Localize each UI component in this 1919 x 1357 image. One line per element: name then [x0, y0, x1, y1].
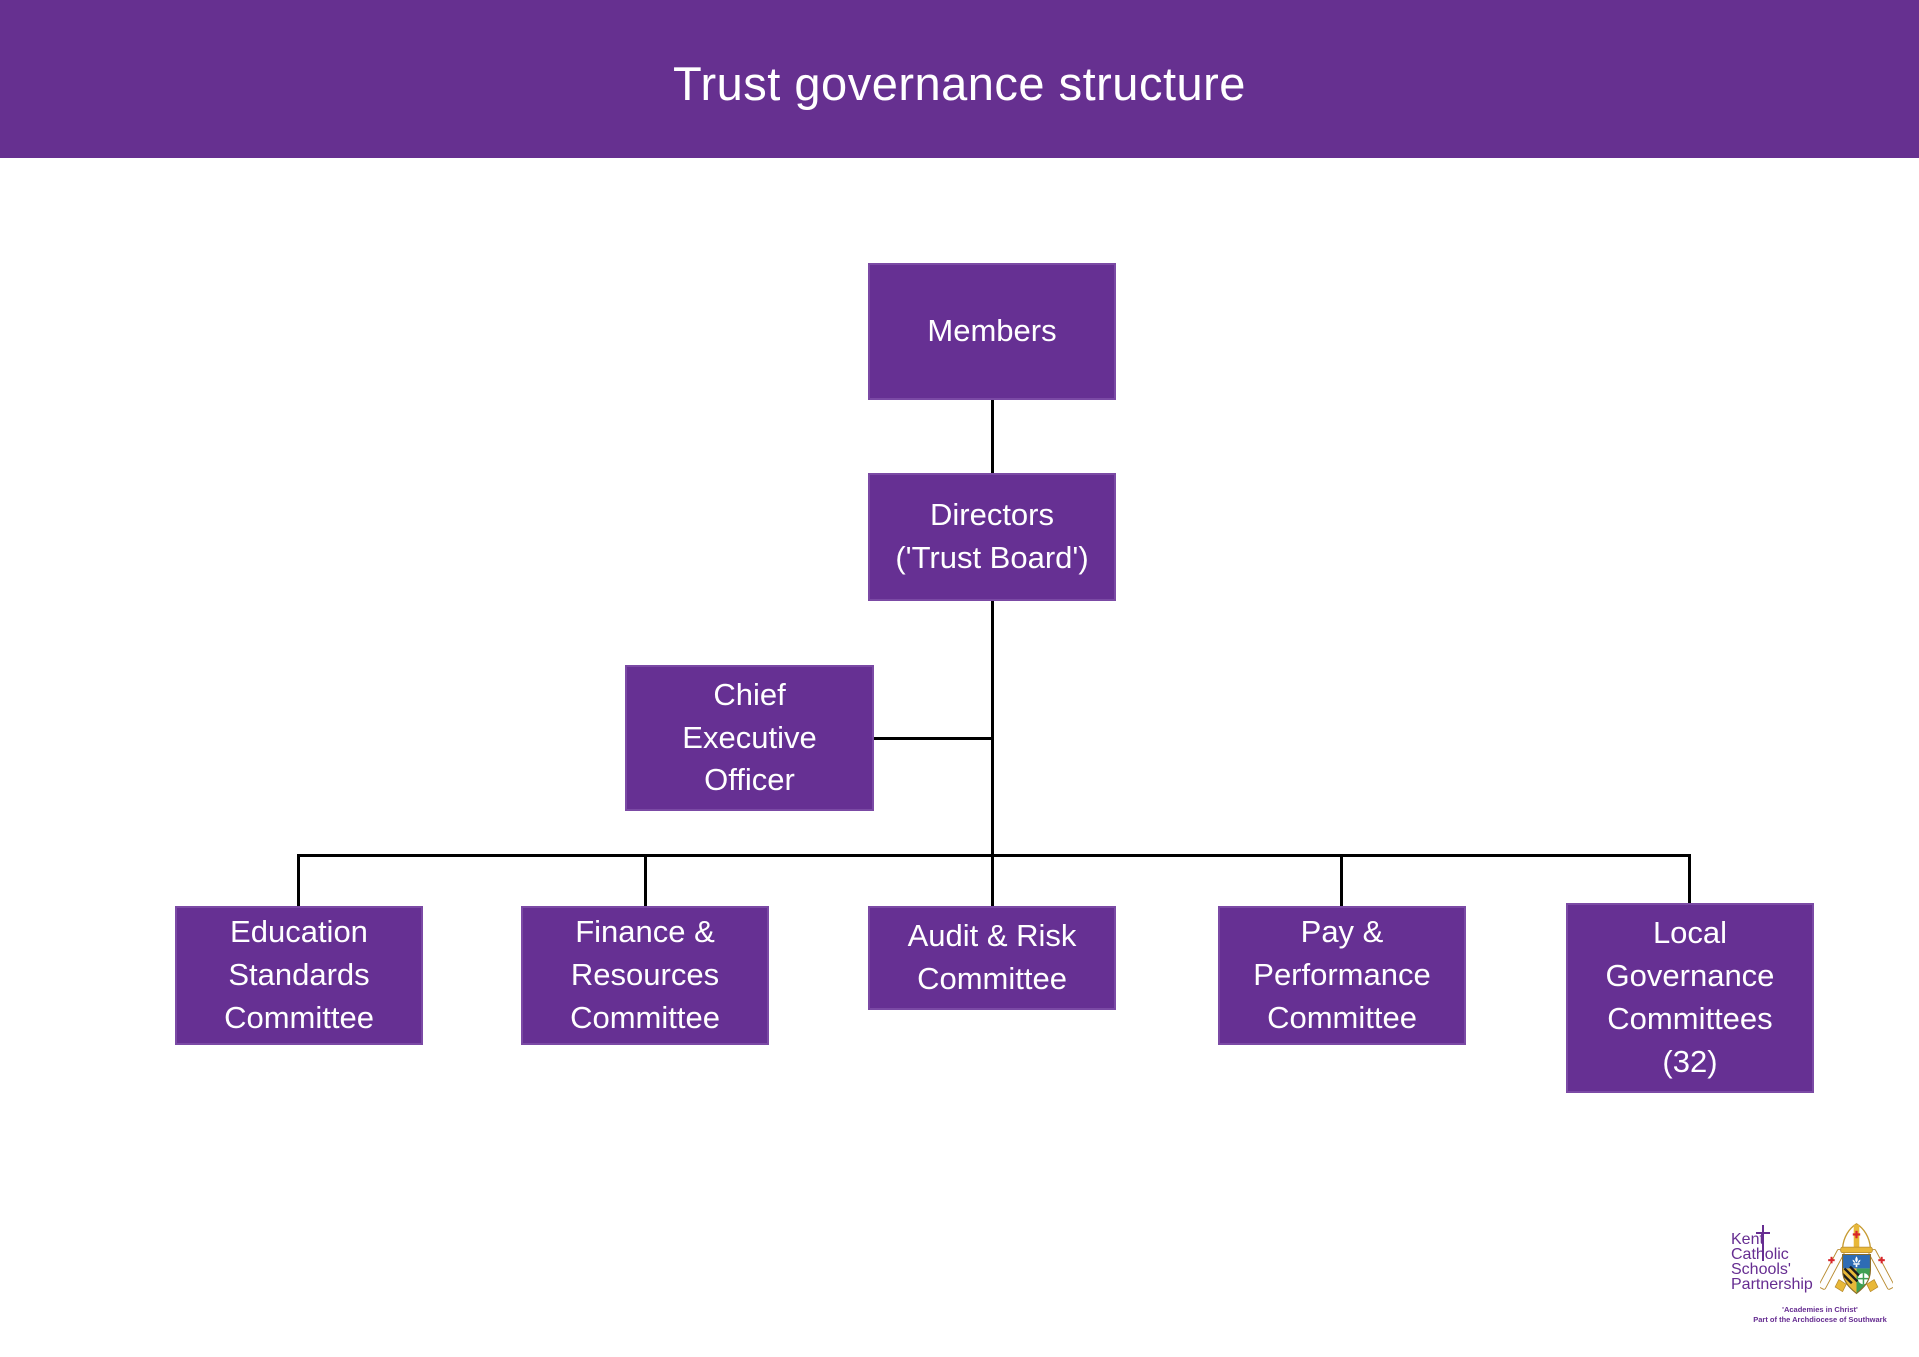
connector-drop-finance	[644, 854, 647, 906]
cross-icon	[1756, 1232, 1770, 1234]
node-directors-trust-board: Directors ('Trust Board')	[868, 473, 1116, 601]
connector-ceo-stub	[874, 737, 991, 740]
cross-icon	[1762, 1225, 1764, 1261]
node-members: Members	[868, 263, 1116, 400]
trust-motto: 'Academies in Christ'	[1782, 1305, 1858, 1314]
connector-drop-local	[1688, 854, 1691, 903]
node-education-standards-committee: Education Standards Committee	[175, 906, 423, 1045]
header-banner: Trust governance structure	[0, 0, 1919, 158]
node-pay-performance-committee: Pay & Performance Committee	[1218, 906, 1466, 1045]
node-audit-risk-committee: Audit & Risk Committee	[868, 906, 1116, 1010]
connector-drop-education	[297, 854, 300, 906]
connector-members-directors	[991, 400, 994, 473]
trust-affiliation: Part of the Archdiocese of Southwark	[1753, 1315, 1887, 1324]
connector-branch-horizontal	[297, 854, 1691, 857]
node-local-governance-committees: Local Governance Committees (32)	[1566, 903, 1814, 1093]
page-title: Trust governance structure	[673, 56, 1246, 110]
archdiocese-crest-icon	[1820, 1223, 1893, 1295]
connector-directors-trunk	[991, 601, 994, 906]
connector-drop-pay	[1340, 854, 1343, 906]
trust-logo-taglines: 'Academies in Christ' Part of the Archdi…	[1735, 1305, 1905, 1325]
node-chief-executive-officer: Chief Executive Officer	[625, 665, 874, 811]
node-finance-resources-committee: Finance & Resources Committee	[521, 906, 769, 1045]
trust-logo: Kent Catholic Schools' Partnership	[1725, 1223, 1915, 1342]
trust-logo-wordmark: Kent Catholic Schools' Partnership	[1731, 1231, 1813, 1293]
